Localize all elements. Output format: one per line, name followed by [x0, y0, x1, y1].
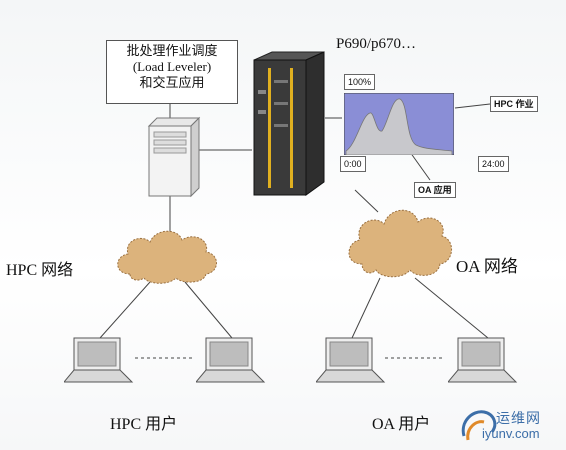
- scheduler-line-3: 和交互应用: [139, 75, 205, 90]
- line-oa-cloud-to-laptop-2: [414, 277, 489, 339]
- line-oa-cloud-to-laptop-1: [351, 277, 381, 339]
- scheduler-line-1: 批处理作业调度: [126, 43, 218, 58]
- laptop-icon: [64, 337, 134, 383]
- chart-top-label: 100%: [344, 74, 376, 90]
- hpc-users-label: HPC 用户: [110, 416, 178, 433]
- watermark-cn: 运维网: [496, 410, 541, 426]
- workstation-icon: [147, 116, 201, 198]
- watermark-logo: 运维网 iyunv.com: [458, 400, 566, 450]
- server-rack-icon: [253, 51, 325, 196]
- hpc-network-label: HPC 网络: [6, 262, 74, 279]
- scheduler-box: 批处理作业调度 (Load Leveler) 和交互应用: [106, 40, 238, 104]
- server-label: P690/p670…: [336, 36, 417, 52]
- chart-start-label: 0:00: [340, 156, 366, 172]
- logo-swirl-icon: [461, 410, 497, 441]
- laptop-icon: [196, 337, 266, 383]
- line-hpc-cloud-to-laptop-2: [184, 281, 233, 339]
- hpc-cloud-icon: [117, 230, 217, 284]
- callout-hpc: [454, 103, 491, 109]
- chart-oa-label: OA 应用: [414, 182, 456, 198]
- oa-cloud-icon: [348, 209, 452, 278]
- line-server-to-oa-cloud: [354, 189, 379, 213]
- scheduler-line-2: (Load Leveler): [132, 59, 212, 74]
- chart-end-label: 24:00: [478, 156, 509, 172]
- watermark-en: iyunv.com: [482, 426, 540, 441]
- laptop-icon: [316, 337, 386, 383]
- chart-oa-area: [345, 98, 453, 155]
- laptop-icon: [448, 337, 518, 383]
- line-hpc-cloud-to-laptop-1: [99, 281, 151, 339]
- oa-network-label: OA 网络: [456, 257, 518, 276]
- oa-users-label: OA 用户: [372, 416, 431, 433]
- chart-hpc-label: HPC 作业: [490, 96, 538, 112]
- utilization-chart: [344, 93, 454, 155]
